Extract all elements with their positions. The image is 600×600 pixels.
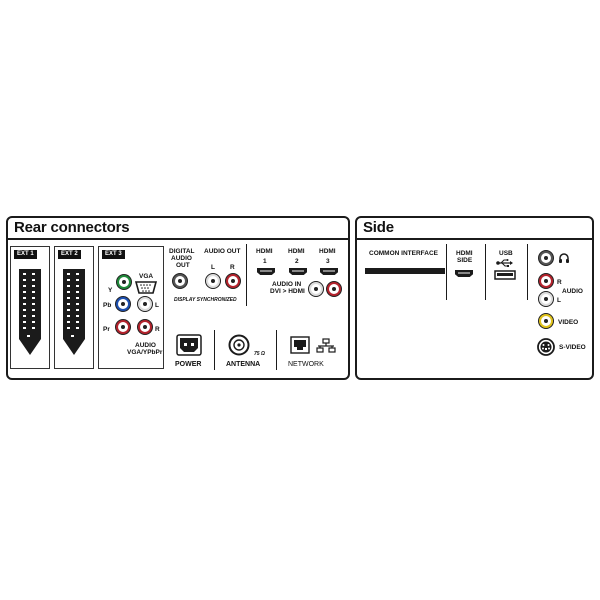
audio-in-label-2: DVI > HDMI [270, 288, 305, 295]
hdmi2-port[interactable] [289, 268, 307, 275]
vga-audio-l-jack[interactable] [138, 297, 152, 311]
side-audio-l-label: L [557, 297, 561, 304]
digital-audio-label-1: DIGITAL [169, 248, 195, 255]
component-pr-jack[interactable] [116, 320, 130, 334]
svideo-label: S-VIDEO [559, 344, 586, 351]
power-label: POWER [175, 361, 202, 368]
pb-label: Pb [103, 302, 112, 309]
pr-label: Pr [103, 326, 110, 333]
network-icon [316, 338, 336, 353]
audio-out-label: AUDIO OUT [204, 248, 241, 255]
side-video-label: VIDEO [558, 319, 579, 326]
rear-connectors-panel: Rear connectors EXT 1 EXT 2 [6, 216, 350, 380]
audio-out-r-label: R [230, 264, 235, 271]
digital-audio-label-3: OUT [176, 262, 190, 269]
hdmi1-port[interactable] [257, 268, 275, 275]
component-pb-jack[interactable] [116, 297, 130, 311]
ethernet-port-icon[interactable] [290, 336, 310, 354]
common-interface-slot[interactable] [365, 268, 445, 274]
audio-in-r-jack[interactable] [327, 282, 341, 296]
ext3-box: EXT 3 VGA Y Pb L Pr R AUDIO VGA/YPbPr [98, 246, 164, 369]
rear-divider-v2 [214, 330, 215, 370]
network-label: NETWORK [288, 361, 324, 368]
audio-vga-label-2: VGA/YPbPr [127, 349, 163, 356]
side-video-jack[interactable] [539, 314, 553, 328]
audio-out-r-jack[interactable] [226, 274, 240, 288]
ext3-label: EXT 3 [102, 250, 125, 259]
common-interface-label: COMMON INTERFACE [369, 250, 438, 257]
vga-port-icon [135, 281, 157, 294]
scart-ext1-icon [19, 269, 41, 355]
hdmi-side-label-2: SIDE [457, 257, 473, 264]
audio-out-l-label: L [211, 264, 215, 271]
side-audio-r-label: R [557, 279, 562, 286]
antenna-label: ANTENNA [226, 361, 261, 368]
side-audio-l-jack[interactable] [539, 292, 553, 306]
headphone-icon [559, 253, 569, 263]
usb-label: USB [499, 250, 513, 257]
audio-in-label-1: AUDIO IN [272, 281, 302, 288]
ext1-label: EXT 1 [14, 250, 37, 259]
hdmi3-label-b: 3 [326, 258, 330, 265]
hdmi-side-port[interactable] [455, 270, 473, 277]
audio-out-l-jack[interactable] [206, 274, 220, 288]
side-divider-v3 [527, 244, 528, 300]
side-divider-v2 [485, 244, 486, 300]
audio-in-l-jack[interactable] [309, 282, 323, 296]
rear-title-divider [8, 238, 348, 240]
hdmi1-label-a: HDMI [256, 248, 273, 255]
rear-divider-v1 [246, 244, 247, 306]
ohm-label: 75 Ω [254, 351, 265, 357]
side-panel-title: Side [363, 219, 394, 236]
hdmi3-port[interactable] [320, 268, 338, 275]
side-audio-r-jack[interactable] [539, 274, 553, 288]
digital-audio-label-2: AUDIO [171, 255, 192, 262]
display-synchronized-label: DISPLAY SYNCHRONIZED [174, 297, 237, 303]
hdmi-side-label-1: HDMI [456, 250, 473, 257]
power-socket-icon[interactable] [176, 334, 202, 356]
side-title-divider [357, 238, 592, 240]
antenna-socket-icon[interactable] [228, 334, 250, 356]
hdmi2-label-a: HDMI [288, 248, 305, 255]
scart-ext2-icon [63, 269, 85, 355]
digital-audio-out-jack[interactable] [173, 274, 187, 288]
audio-vga-label-1: AUDIO [135, 342, 156, 349]
hdmi2-label-b: 2 [295, 258, 299, 265]
usb-symbol-icon [496, 259, 513, 267]
hdmi3-label-a: HDMI [319, 248, 336, 255]
ext2-label: EXT 2 [58, 250, 81, 259]
usb-port-icon[interactable] [494, 270, 516, 280]
hdmi1-label-b: 1 [263, 258, 267, 265]
y-label: Y [108, 287, 113, 294]
ext2-box: EXT 2 [54, 246, 94, 369]
vga-audio-r-label: R [155, 326, 160, 333]
rear-divider-v3 [276, 330, 277, 370]
side-audio-label: AUDIO [562, 288, 583, 295]
svideo-port-icon[interactable] [537, 338, 555, 356]
side-connectors-panel: Side COMMON INTERFACE HDMI SIDE USB R AU… [355, 216, 594, 380]
component-y-jack[interactable] [117, 275, 131, 289]
vga-label: VGA [139, 273, 154, 280]
vga-audio-r-jack[interactable] [138, 320, 152, 334]
ext1-box: EXT 1 [10, 246, 50, 369]
vga-audio-l-label: L [155, 302, 159, 309]
side-divider-v1 [446, 244, 447, 300]
headphone-jack[interactable] [539, 251, 553, 265]
rear-panel-title: Rear connectors [14, 219, 130, 236]
